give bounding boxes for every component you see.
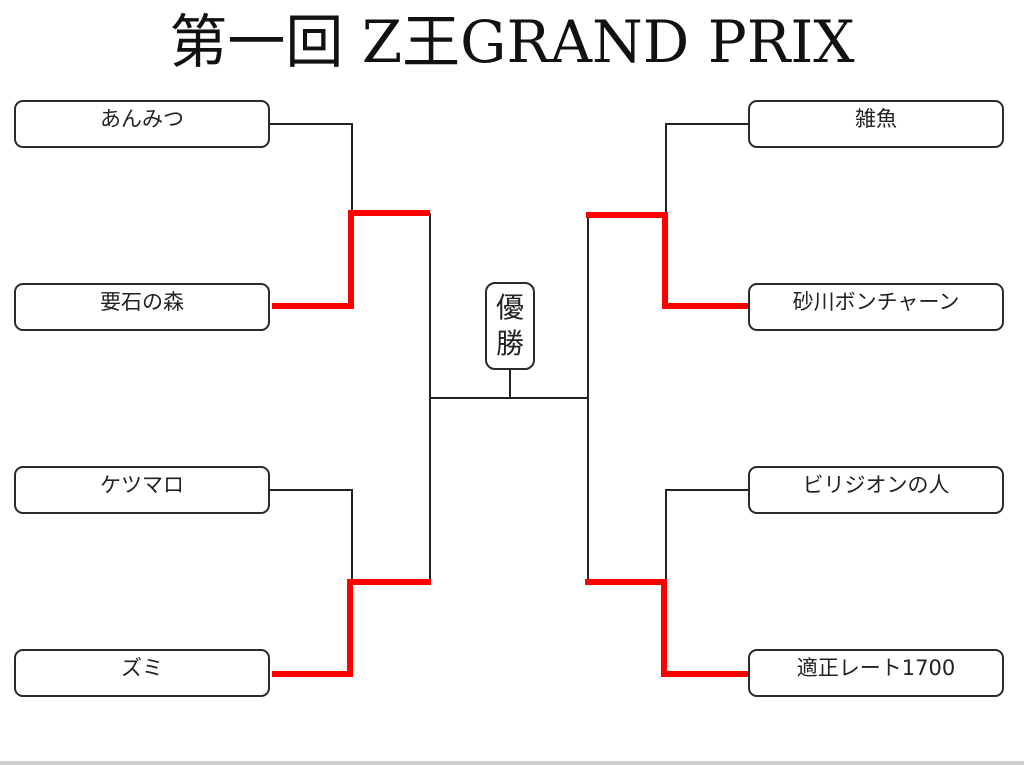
player-name: 要石の森 — [100, 290, 184, 314]
bracket-line-right-1 — [665, 123, 748, 215]
player-name: ズミ — [121, 656, 163, 680]
champion-box: 優 勝 — [485, 282, 535, 370]
player-name: 砂川ボンチャーン — [792, 290, 960, 314]
player-box-left-3: ケツマロ — [14, 466, 270, 514]
winner-line-right-top — [586, 212, 748, 309]
player-box-right-2: 砂川ボンチャーン — [748, 283, 1004, 331]
player-box-left-4: ズミ — [14, 649, 270, 697]
player-box-right-4: 適正レート1700 — [748, 649, 1004, 697]
player-name: ビリジオンの人 — [802, 473, 950, 497]
player-name: ケツマロ — [100, 473, 184, 497]
bracket-line-right-3 — [665, 489, 748, 582]
player-box-left-2: 要石の森 — [14, 283, 270, 331]
winner-line-left-top — [272, 210, 430, 309]
player-name: あんみつ — [100, 107, 184, 131]
player-box-right-1: 雑魚 — [748, 100, 1004, 148]
player-name: 雑魚 — [855, 107, 897, 131]
champion-label-1: 優 — [495, 291, 524, 324]
player-box-left-1: あんみつ — [14, 100, 270, 148]
champion-label-2: 勝 — [495, 327, 524, 360]
bracket-line-left-1 — [270, 123, 353, 213]
winner-line-right-bottom — [585, 579, 748, 677]
bottom-divider — [0, 761, 1024, 765]
player-name: 適正レート1700 — [796, 656, 956, 680]
bracket-line-left-3 — [270, 489, 353, 582]
tournament-title: 第一回 Z王GRAND PRIX — [169, 8, 855, 76]
winner-line-left-bottom — [272, 579, 431, 677]
player-box-right-3: ビリジオンの人 — [748, 466, 1004, 514]
